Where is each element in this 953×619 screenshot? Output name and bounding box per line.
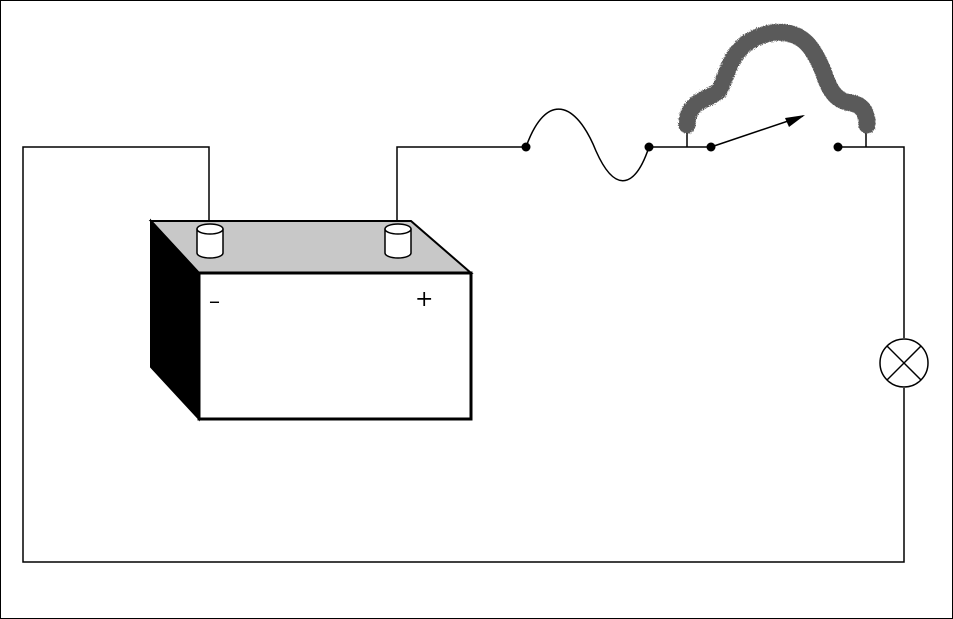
fuse-node-left	[521, 142, 531, 152]
battery-icon: – +	[148, 218, 474, 422]
fuse-wire-icon	[525, 108, 650, 182]
switch-node-right	[833, 142, 843, 152]
switch-node-left	[706, 142, 716, 152]
switch-arrow-icon	[785, 115, 805, 127]
battery-terminal-positive	[384, 223, 412, 259]
nichrome-wire-icon	[678, 23, 876, 147]
wire-lamp-to-switch	[838, 146, 905, 338]
lamp-icon	[879, 338, 929, 388]
fuse-node-right	[644, 142, 654, 152]
battery-terminal-negative	[196, 223, 224, 259]
negative-terminal-label: –	[209, 289, 220, 314]
positive-terminal-label: +	[415, 287, 433, 312]
battery-front	[197, 271, 473, 421]
wire-return	[22, 146, 905, 563]
circuit-wires	[22, 146, 905, 563]
wire-positive	[396, 146, 526, 223]
